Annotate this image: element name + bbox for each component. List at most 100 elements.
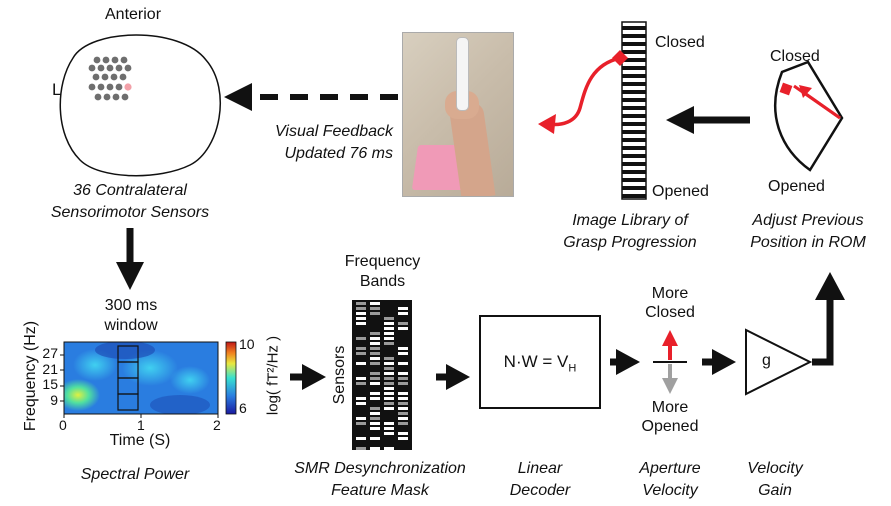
mask-cell	[384, 407, 394, 410]
mask-cell	[398, 337, 408, 340]
library-stripe	[622, 34, 646, 38]
mask-cell	[356, 337, 366, 340]
spectrogram-plot	[60, 341, 237, 418]
mask-cell	[384, 412, 394, 415]
library-stripe	[622, 170, 646, 174]
mask-cell	[356, 387, 366, 390]
library-stripe	[622, 186, 646, 190]
mask-cell	[398, 407, 408, 410]
library-stripe	[622, 130, 646, 134]
library-stripe	[622, 58, 646, 62]
mask-cell	[356, 417, 366, 420]
ytick: 27	[42, 345, 58, 361]
mask-cell	[398, 432, 408, 435]
mask-cell	[370, 307, 380, 310]
velocity-up-arrow	[662, 330, 678, 346]
spectrogram-caption: Spectral Power	[80, 466, 190, 483]
mask-cell	[356, 447, 366, 450]
ytick: 15	[42, 376, 58, 392]
mask-cell	[356, 312, 366, 315]
xtick: 0	[59, 417, 67, 433]
mask-cell	[356, 317, 366, 320]
mask-cell	[356, 322, 366, 325]
mask-cell	[370, 362, 380, 365]
mask-cell	[398, 322, 408, 325]
mask-cell	[370, 427, 380, 430]
mask-cell	[356, 442, 366, 445]
mask-cell	[370, 432, 380, 435]
mask-cell	[370, 352, 380, 355]
library-stripe	[622, 66, 646, 70]
mask-cell	[370, 312, 380, 315]
mask-cell	[370, 357, 380, 360]
rom-red-head	[799, 85, 812, 98]
library-stripe	[622, 162, 646, 166]
mask-cell	[370, 347, 380, 350]
mask-cell	[384, 352, 394, 355]
mask-cell	[398, 382, 408, 385]
mask-cell	[398, 417, 408, 420]
mask-cell	[398, 427, 408, 430]
mask-cell	[384, 397, 394, 400]
mask-cell	[370, 407, 380, 410]
mask-cell	[356, 352, 366, 355]
mask-cell	[356, 437, 366, 440]
spectrogram-yticks: 27 21 15 9	[40, 345, 58, 408]
library-stripe	[622, 98, 646, 102]
mask-cell	[398, 377, 408, 380]
mask-cell	[398, 362, 408, 365]
mask-cell	[356, 407, 366, 410]
mask-cell	[398, 397, 408, 400]
mask-cell	[370, 302, 380, 305]
colorbar-max: 10	[239, 336, 255, 352]
mask-cell	[370, 337, 380, 340]
ytick: 21	[42, 360, 58, 377]
mask-cell	[384, 377, 394, 380]
mask-cell	[370, 447, 380, 450]
mask-cell	[370, 417, 380, 420]
mask-cell	[384, 317, 394, 320]
library-stripe	[622, 82, 646, 86]
anterior-label: Anterior	[105, 6, 162, 23]
decoder-box	[479, 315, 601, 409]
mask-cell	[398, 442, 408, 445]
mask-cell	[398, 422, 408, 425]
mask-cell	[398, 347, 408, 350]
mask-cell	[384, 307, 394, 310]
mask-cell	[370, 387, 380, 390]
mask-cell	[356, 362, 366, 365]
mask-cell	[384, 442, 394, 445]
library-stripe	[622, 146, 646, 150]
feedback-arrow-head	[224, 83, 252, 111]
mask-cell	[356, 357, 366, 360]
gain-symbol: g	[762, 352, 771, 369]
mask-cell	[356, 332, 366, 335]
mask-cell	[370, 367, 380, 370]
library-stripe	[622, 154, 646, 158]
mask-cell	[384, 322, 394, 325]
mask-cell	[370, 397, 380, 400]
library-closed-label: Closed	[655, 34, 705, 51]
mask-cell	[370, 342, 380, 345]
mask-cell	[384, 302, 394, 305]
mask-cell	[370, 377, 380, 380]
mask-cell	[398, 342, 408, 345]
mask-cell	[398, 387, 408, 390]
library-stripe	[622, 114, 646, 118]
grasp-photo	[403, 33, 513, 196]
mask-cell	[356, 422, 366, 425]
mask-cell	[398, 302, 408, 305]
mask-cell	[384, 422, 394, 425]
mask-cell	[370, 412, 380, 415]
colorbar	[225, 341, 237, 415]
